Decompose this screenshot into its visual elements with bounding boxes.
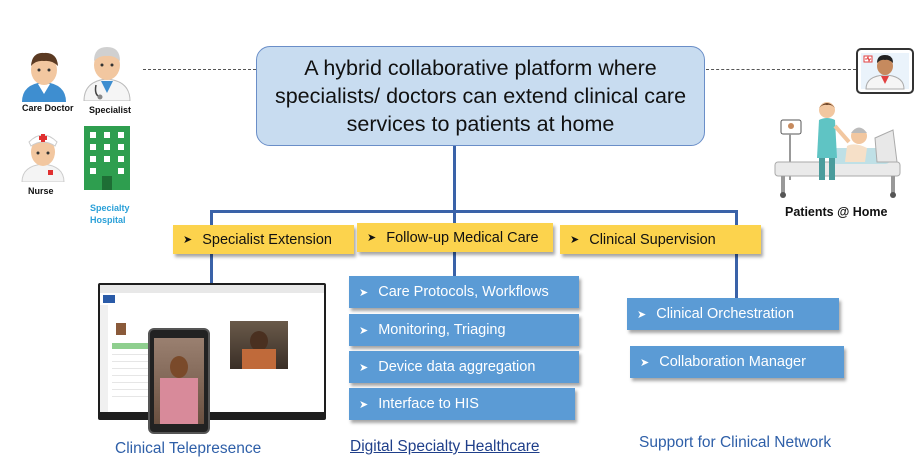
app-logo <box>103 295 115 303</box>
connector-left-drop <box>210 210 213 226</box>
connector-left-down <box>210 253 213 283</box>
category-follow-up-medical-care: ➤ Follow-up Medical Care <box>357 223 553 252</box>
remote-person-body <box>242 349 276 369</box>
telemedicine-doctor-icon <box>856 48 914 94</box>
remote-person <box>250 331 268 351</box>
care-doctor-icon <box>22 52 66 102</box>
bullet-arrow-icon: ➤ <box>359 361 369 374</box>
item-interface-to-his: ➤ Interface to HIS <box>349 388 575 420</box>
specialist-label: Specialist <box>89 105 132 115</box>
patient-avatar <box>116 323 126 335</box>
connector-main-down <box>453 146 456 212</box>
dashed-connector-right <box>706 69 856 70</box>
app-sidebar <box>100 305 108 412</box>
hospital-building-icon <box>84 126 130 190</box>
remote-video-feed <box>230 321 288 369</box>
bullet-arrow-icon: ➤ <box>367 232 377 244</box>
category-label: Clinical Supervision <box>589 231 716 248</box>
category-label: Follow-up Medical Care <box>386 229 539 246</box>
phone-video-feed <box>154 338 204 424</box>
nurse-label: Nurse <box>28 186 54 196</box>
caption-digital-specialty-healthcare[interactable]: Digital Specialty Healthcare <box>350 438 540 455</box>
patient-menu-list <box>112 341 152 401</box>
category-clinical-supervision: ➤ Clinical Supervision <box>560 225 761 254</box>
telepresence-screenshot <box>98 283 326 434</box>
bullet-arrow-icon: ➤ <box>570 234 580 246</box>
item-collaboration-manager: ➤ Collaboration Manager <box>630 346 844 378</box>
connector-right-drop <box>735 210 738 226</box>
platform-statement-box: A hybrid collaborative platform where sp… <box>256 46 705 146</box>
item-monitoring-triaging: ➤ Monitoring, Triaging <box>349 314 579 346</box>
menu-highlight <box>112 343 152 349</box>
item-label: Clinical Orchestration <box>656 306 795 322</box>
bullet-arrow-icon: ➤ <box>183 234 193 246</box>
item-label: Care Protocols, Workflows <box>378 284 549 300</box>
bullet-arrow-icon: ➤ <box>359 286 369 299</box>
bullet-arrow-icon: ➤ <box>359 398 369 411</box>
care-doctor-label: Care Doctor <box>22 103 74 113</box>
platform-statement: A hybrid collaborative platform where sp… <box>274 56 687 136</box>
caption-clinical-telepresence: Clinical Telepresence <box>115 440 262 457</box>
dashed-connector-left <box>143 69 256 70</box>
specialty-hospital-label: Specialty Hospital <box>90 203 130 225</box>
phone-frame <box>148 328 210 434</box>
patient-at-home-illustration <box>774 102 901 198</box>
item-label: Device data aggregation <box>378 359 536 375</box>
nurse-icon <box>21 134 65 182</box>
item-device-data-aggregation: ➤ Device data aggregation <box>349 351 579 383</box>
connector-right-down <box>735 252 738 298</box>
bullet-arrow-icon: ➤ <box>359 324 369 337</box>
connector-mid-drop <box>453 210 456 224</box>
item-label: Interface to HIS <box>378 396 479 412</box>
phone-person-head <box>170 356 188 378</box>
browser-toolbar <box>100 285 324 293</box>
connector-horizontal <box>210 210 738 213</box>
specialist-icon <box>83 47 131 101</box>
item-care-protocols: ➤ Care Protocols, Workflows <box>349 276 579 308</box>
patients-at-home-label: Patients @ Home <box>785 205 888 219</box>
category-label: Specialist Extension <box>202 231 332 248</box>
phone-person-body <box>160 378 198 424</box>
bullet-arrow-icon: ➤ <box>637 308 647 321</box>
item-label: Collaboration Manager <box>659 354 806 370</box>
caption-support-clinical-network: Support for Clinical Network <box>639 434 832 451</box>
item-clinical-orchestration: ➤ Clinical Orchestration <box>627 298 839 330</box>
category-specialist-extension: ➤ Specialist Extension <box>173 225 354 254</box>
connector-mid-down <box>453 252 456 278</box>
item-label: Monitoring, Triaging <box>378 322 506 338</box>
bullet-arrow-icon: ➤ <box>640 356 650 369</box>
